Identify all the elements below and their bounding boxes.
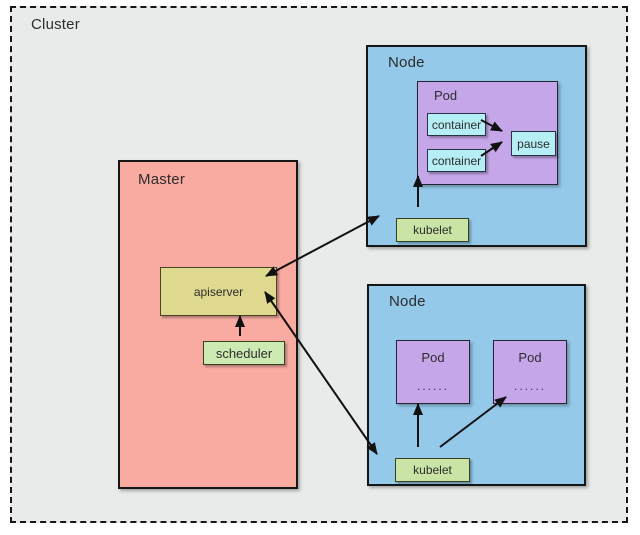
apiserver-label: apiserver [193, 284, 244, 299]
node-bottom-label: Node [389, 293, 426, 310]
kubelet-node-bottom-label: kubelet [413, 463, 452, 477]
pod-top-box: Pod container container pause [417, 81, 558, 185]
node-top-box: Node Pod container container pause kubel… [366, 45, 587, 247]
kubelet-node-bottom-box: kubelet [395, 458, 470, 482]
pod-right-box: Pod ...... [493, 340, 567, 404]
kubelet-node-top-label: kubelet [413, 223, 452, 237]
pod-left-dots: ...... [416, 379, 449, 393]
scheduler-box: scheduler [203, 341, 285, 365]
pod-left-box: Pod ...... [396, 340, 470, 404]
container-top-box: container [427, 113, 486, 136]
master-label: Master [138, 171, 186, 188]
node-bottom-box: Node Pod ...... Pod ...... kubelet [367, 284, 586, 486]
pod-right-dots: ...... [513, 379, 546, 393]
master-box: Master apiserver scheduler [118, 160, 298, 489]
apiserver-box: apiserver [160, 267, 277, 316]
pod-top-label: Pod [434, 88, 458, 103]
container-top-label: container [431, 117, 482, 132]
container-bottom-label: container [431, 153, 482, 168]
cluster-label: Cluster [31, 16, 80, 33]
pause-label: pause [517, 136, 550, 151]
pause-box: pause [511, 131, 556, 156]
kubelet-node-top-box: kubelet [396, 218, 469, 242]
scheduler-label: scheduler [215, 345, 273, 361]
node-top-label: Node [388, 54, 425, 71]
container-bottom-box: container [427, 149, 486, 172]
cluster-box: Cluster Master apiserver scheduler Node … [10, 6, 628, 523]
pod-right-label: Pod [518, 350, 542, 365]
pod-left-label: Pod [421, 350, 445, 365]
